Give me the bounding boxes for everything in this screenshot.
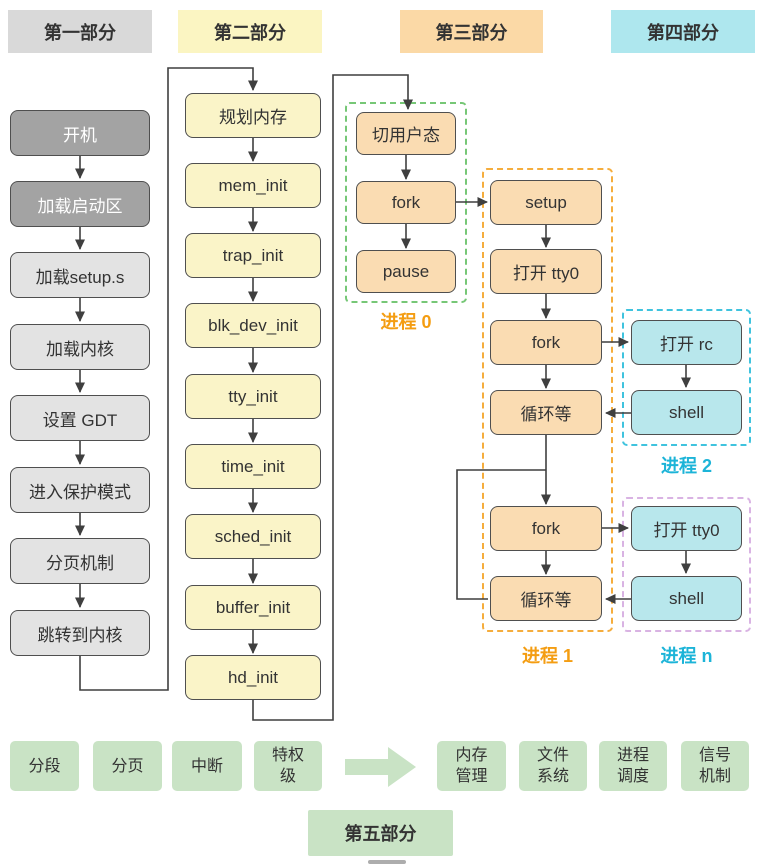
process-n-label: 进程 n [660, 646, 713, 666]
part1-box-bootsector: 加载启动区 [10, 181, 150, 227]
header-part4: 第四部分 [611, 10, 755, 53]
connector-part1-part2 [79, 67, 258, 691]
part5-box-privilege: 特权 级 [254, 741, 322, 791]
process2-box-shell: shell [631, 390, 742, 435]
header-part3: 第三部分 [400, 10, 543, 53]
part5-box-interrupt: 中断 [172, 741, 242, 791]
part1-box-gdt: 设置 GDT [10, 395, 150, 441]
cutoff-arrow-sliver [368, 860, 406, 864]
part2-box-plan-mem: 规划内存 [185, 93, 321, 138]
part2-box-tty-init: tty_init [185, 374, 321, 419]
part5-box-mem-mgmt: 内存 管理 [437, 741, 506, 791]
part1-box-protected: 进入保护模式 [10, 467, 150, 513]
part2-box-hd-init: hd_init [185, 655, 321, 700]
process2-box-open-rc: 打开 rc [631, 320, 742, 365]
part2-box-blk-dev-init: blk_dev_init [185, 303, 321, 348]
process2-label: 进程 2 [660, 456, 712, 476]
process-n-box-shell: shell [631, 576, 742, 621]
header-part2: 第二部分 [178, 10, 322, 53]
part1-box-boot: 开机 [10, 110, 150, 156]
part5-box-scheduler: 进程 调度 [599, 741, 667, 791]
process1-box-setup: setup [490, 180, 602, 225]
part1-box-paging: 分页机制 [10, 538, 150, 584]
process1-box-open-tty0: 打开 tty0 [490, 249, 602, 294]
part5-box-signals: 信号 机制 [681, 741, 749, 791]
part2-box-time-init: time_init [185, 444, 321, 489]
loop-back-connector [456, 469, 546, 600]
part2-box-buffer-init: buffer_init [185, 585, 321, 630]
process2-group-frame [622, 309, 751, 446]
part1-box-jump-kernel: 跳转到内核 [10, 610, 150, 656]
part2-box-trap-init: trap_init [185, 233, 321, 278]
header-part5: 第五部分 [308, 810, 453, 856]
process1-box-loop-1: 循环等 [490, 390, 602, 435]
process-n-box-open-tty0: 打开 tty0 [631, 506, 742, 551]
process1-group-frame [482, 168, 613, 632]
process1-label: 进程 1 [521, 646, 573, 666]
process1-box-fork-2: fork [490, 506, 602, 551]
header-part1: 第一部分 [8, 10, 152, 53]
process0-box-usermode: 切用户态 [356, 112, 456, 155]
part5-box-segmentation: 分段 [10, 741, 79, 791]
part5-box-paging: 分页 [93, 741, 162, 791]
part2-box-sched-init: sched_init [185, 514, 321, 559]
part1-box-load-kernel: 加载内核 [10, 324, 150, 370]
process1-box-loop-2: 循环等 [490, 576, 602, 621]
part2-box-mem-init: mem_init [185, 163, 321, 208]
process0-box-pause: pause [356, 250, 456, 293]
process-n-group-frame [622, 497, 751, 632]
part5-box-filesystem: 文件 系统 [519, 741, 587, 791]
process0-box-fork: fork [356, 181, 456, 224]
connector-part2-part3 [252, 74, 413, 721]
process0-label: 进程 0 [380, 312, 432, 332]
part1-box-setup-s: 加载setup.s [10, 252, 150, 298]
transition-arrow-icon [345, 747, 416, 787]
process1-box-fork-1: fork [490, 320, 602, 365]
